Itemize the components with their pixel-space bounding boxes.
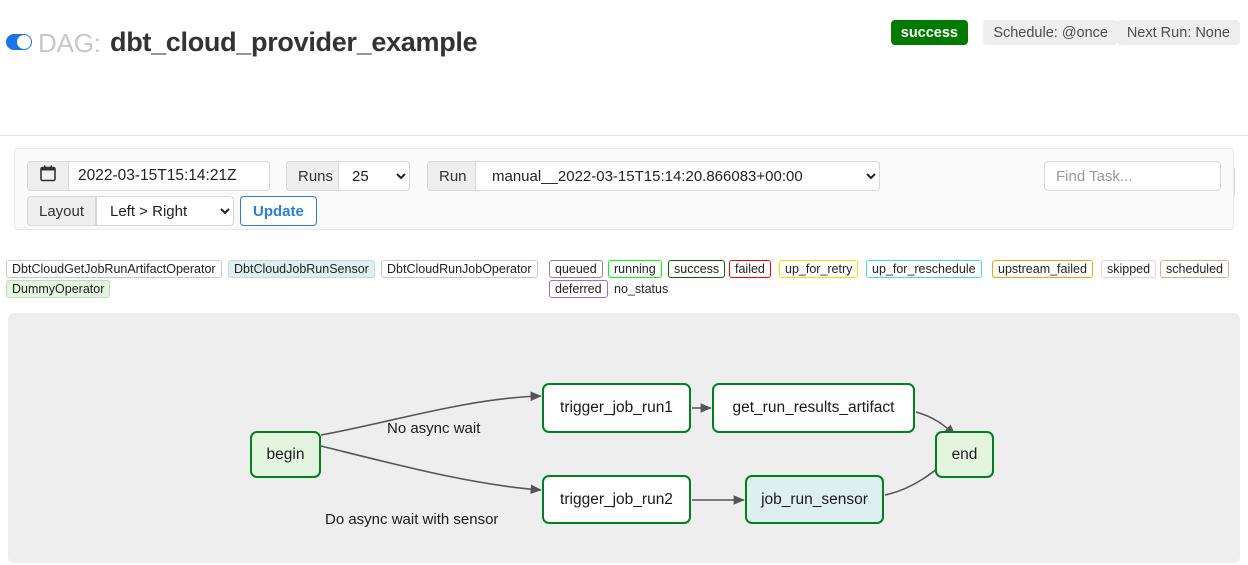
legend-operator-label: DbtCloudRunJobOperator: [387, 262, 532, 276]
graph-node[interactable]: end: [935, 431, 994, 478]
dag-graph-canvas[interactable]: begin trigger_job_run1 get_run_results_art…: [8, 313, 1240, 563]
legend-status[interactable]: up_for_retry: [779, 260, 859, 278]
legend-status-label: queued: [555, 262, 597, 276]
dag-run-select[interactable]: manual__2022-03-15T15:14:20.866083+00:00: [475, 161, 880, 191]
legend-status[interactable]: upstream_failed: [992, 260, 1093, 278]
legend-status-label: running: [614, 262, 656, 276]
graph-node[interactable]: trigger_job_run1: [542, 383, 691, 433]
page-title: dbt_cloud_provider_example: [110, 27, 478, 57]
date-picker-button[interactable]: [27, 161, 69, 191]
graph-node[interactable]: begin: [250, 431, 321, 478]
legend-operator[interactable]: DummyOperator: [6, 280, 111, 298]
graph-edge-label: No async wait: [387, 420, 481, 437]
graph-edges: [320, 391, 956, 505]
graph-node-label: trigger_job_run1: [560, 399, 673, 416]
legend-status[interactable]: up_for_reschedule: [866, 260, 982, 278]
legend-operator[interactable]: DbtCloudGetJobRunArtifactOperator: [6, 260, 222, 278]
graph-node-label: job_run_sensor: [761, 490, 868, 508]
legend-status[interactable]: scheduled: [1160, 260, 1229, 278]
dag-label: DAG:: [38, 28, 101, 58]
dag-pause-toggle[interactable]: [6, 34, 32, 50]
toggle-knob: [17, 35, 31, 49]
graph-node-label: begin: [266, 445, 305, 463]
status-badge: success: [890, 20, 968, 45]
legend-status-label: up_for_reschedule: [872, 262, 976, 276]
legend-status-label: up_for_retry: [785, 262, 853, 276]
legend-status[interactable]: deferred: [549, 280, 608, 298]
execution-date-input[interactable]: 2022-03-15T15:14:21Z: [68, 161, 270, 191]
legend-operator[interactable]: DbtCloudRunJobOperator: [381, 260, 538, 278]
update-button[interactable]: Update: [240, 196, 317, 226]
legend-status[interactable]: running: [608, 260, 662, 278]
schedule-badge: Schedule: @once: [983, 20, 1118, 45]
legend-status-label: failed: [735, 262, 765, 276]
view-tabbar: Tree Graph Calendar Task Duration Task T…: [0, 78, 1248, 202]
legend-status-label: skipped: [1107, 262, 1151, 276]
num-runs-select[interactable]: 52550100365: [338, 161, 410, 191]
graph-node[interactable]: job_run_sensor: [745, 475, 884, 524]
run-label: Run: [427, 161, 479, 191]
filter-toolbar: 2022-03-15T15:14:21Z Runs 52550100365 Ru…: [14, 148, 1234, 230]
legend-status[interactable]: success: [668, 260, 726, 278]
legend-status-label: no_status: [614, 282, 669, 296]
calendar-icon: [40, 165, 56, 187]
legend-status-label: success: [674, 262, 720, 276]
layout-select[interactable]: Left > RightRight > LeftTop > BottomBott…: [96, 196, 234, 226]
runs-label: Runs: [286, 161, 346, 191]
graph-edge-label: Do async wait with sensor: [325, 511, 499, 528]
next-run-badge: Next Run: None: [1116, 20, 1240, 45]
layout-label: Layout: [27, 196, 97, 226]
find-task-input[interactable]: [1044, 161, 1221, 191]
graph-node[interactable]: get_run_results_artifact: [712, 383, 915, 433]
legend-status-label: scheduled: [1166, 262, 1223, 276]
legend-status-label: deferred: [555, 282, 602, 296]
legend-operator-label: DbtCloudJobRunSensor: [234, 262, 369, 276]
legend-status[interactable]: no_status: [612, 280, 673, 298]
legend-operator-label: DbtCloudGetJobRunArtifactOperator: [12, 262, 216, 276]
legend-operator[interactable]: DbtCloudJobRunSensor: [228, 260, 375, 278]
graph-node-label: get_run_results_artifact: [732, 399, 895, 416]
legend-status-label: upstream_failed: [998, 262, 1087, 276]
page-header: DAG: dbt_cloud_provider_example success …: [0, 0, 1248, 70]
graph-node-label: end: [951, 445, 978, 463]
legend-operator-label: DummyOperator: [12, 282, 105, 296]
legend-status[interactable]: failed: [729, 260, 771, 278]
legend-status[interactable]: skipped: [1101, 260, 1157, 278]
graph-node[interactable]: trigger_job_run2: [542, 475, 691, 524]
legend-status[interactable]: queued: [549, 260, 603, 278]
graph-node-label: trigger_job_run2: [560, 490, 673, 508]
legend-bar: DbtCloudGetJobRunArtifactOperator DbtClou…: [0, 255, 1248, 307]
